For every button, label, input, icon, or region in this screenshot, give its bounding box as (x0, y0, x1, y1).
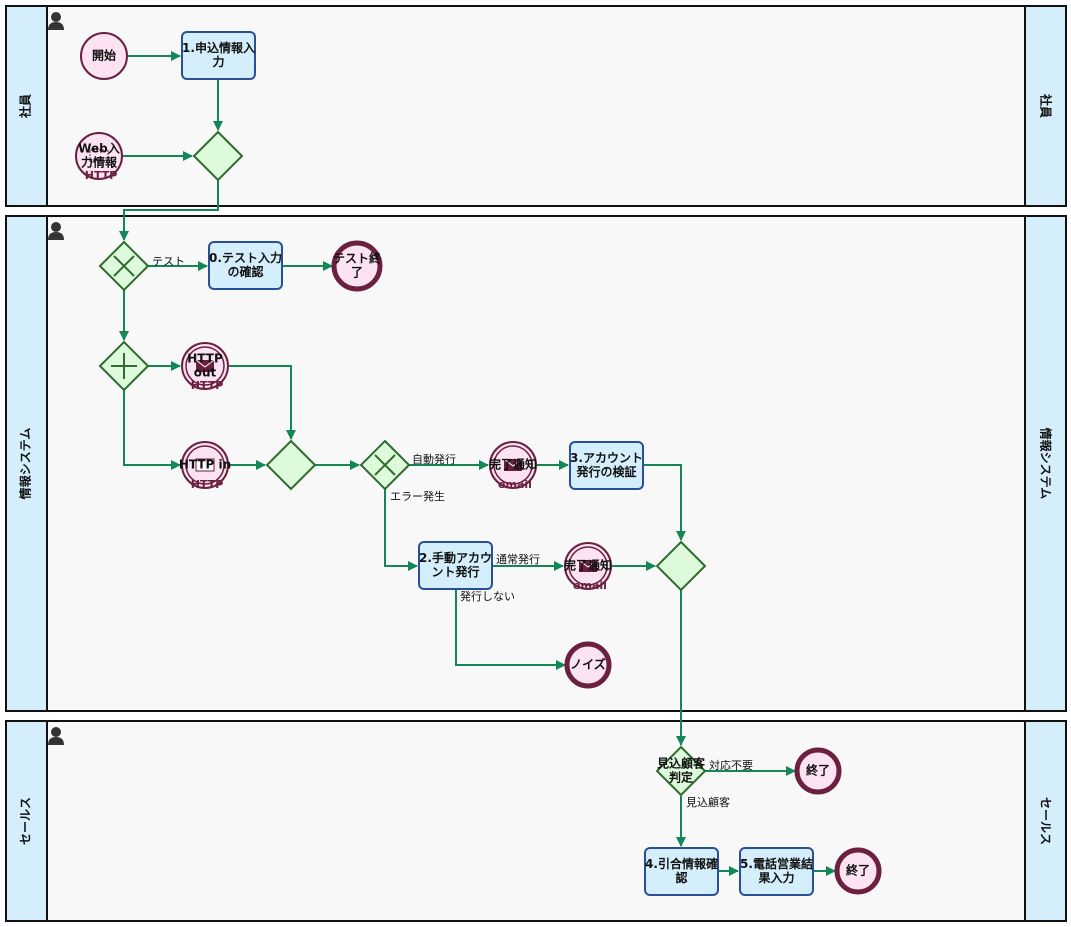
edge-label-no-issue: 発行しない (460, 589, 515, 603)
notify1-intermediate-throw-event[interactable]: 完了通知 email (489, 441, 537, 491)
node-label: Web入 (78, 142, 120, 156)
node-label: 4.引合情報確 (645, 856, 718, 871)
lane-header-left (5, 720, 48, 922)
gw-merge1-gateway[interactable] (192, 130, 244, 182)
event-sublabel: HTTP (191, 478, 224, 491)
envelope-filled-icon (503, 458, 523, 471)
lane-label-left: 情報システム (18, 428, 33, 500)
gw-error-exclusive-gateway[interactable] (359, 439, 411, 491)
lane-header-left (5, 215, 48, 712)
node-label: 5.電話営業結 (740, 856, 813, 871)
person-icon (48, 727, 64, 745)
lane-label-right: 情報システム (1039, 428, 1054, 500)
node-label: 3.アカウント (570, 451, 643, 465)
edge-label-test: テスト (152, 255, 185, 268)
node-label: 判定 (669, 770, 693, 785)
node-label: 終了 (846, 863, 870, 878)
node-label: 見込顧客 (656, 756, 706, 771)
gw-merge2-gateway[interactable] (655, 540, 707, 592)
envelope-filled-icon (195, 359, 215, 372)
edge-label-normal-issue: 通常発行 (496, 552, 540, 566)
event-sublabel: email (573, 579, 607, 592)
node-label: 完了通知 (489, 457, 537, 472)
lane-header-right (1024, 215, 1067, 712)
lane-header-left (5, 5, 48, 207)
lane-label-right: セールス (1039, 797, 1053, 845)
node-label: テスト終 (333, 251, 382, 266)
node-label: HTTP (187, 352, 223, 366)
node-label: ノイズ (570, 657, 606, 672)
lane-label-right: 社員 (1039, 93, 1054, 118)
lane-label-left: 社員 (18, 94, 33, 119)
person-icon (48, 12, 64, 30)
edge-label-not-needed: 対応不要 (709, 758, 753, 772)
edge-label-prospect: 見込顧客 (686, 795, 730, 809)
end1-end-event[interactable]: 終了 (794, 747, 842, 795)
node-label: 認 (675, 870, 687, 885)
edge-label-auto-issue: 自動発行 (412, 452, 456, 466)
http-in-intermediate-catch-event[interactable]: HTTP in HTTP (179, 441, 231, 491)
edge-label-error: エラー発生 (390, 489, 445, 503)
lane-label-left: セールス (19, 797, 33, 845)
sequence-flow[interactable] (123, 390, 181, 470)
sequence-flow[interactable] (644, 464, 686, 541)
end-noise-end-event[interactable]: ノイズ (564, 641, 612, 689)
node-label: ント発行 (431, 564, 479, 579)
lane-employee: 社員 社員 (5, 5, 1067, 207)
lane-header-right (1024, 720, 1067, 922)
node-label: out (194, 366, 217, 380)
message-icon (89, 149, 109, 163)
x-icon (113, 255, 135, 277)
node-label: 0.テスト入力 (209, 250, 282, 265)
node-label: HTTP in (179, 458, 231, 472)
node-label: 力情報 (81, 155, 118, 170)
envelope-icon (195, 458, 215, 472)
gw-parallel-parallel-gateway[interactable] (98, 340, 150, 392)
node-label: 1.申込情報入 (182, 40, 255, 55)
gw-join-gateway[interactable] (265, 439, 317, 491)
sequence-flow[interactable] (119, 180, 219, 241)
lane-header-right (1024, 5, 1067, 207)
start-start-event[interactable]: 開始 (80, 32, 128, 80)
node-label: 発行の検証 (575, 464, 636, 479)
event-sublabel: email (498, 478, 532, 491)
node-label: 了 (351, 266, 363, 280)
sequence-flow[interactable] (384, 489, 418, 571)
sequence-flow[interactable] (229, 365, 296, 440)
lane-sales: セールス セールス (5, 720, 1067, 922)
sequence-flow[interactable] (455, 590, 566, 670)
node-label: 終了 (806, 763, 830, 778)
node-label: 果入力 (757, 870, 794, 885)
node-label: 完了通知 (564, 558, 612, 573)
gw-test-exclusive-gateway[interactable] (98, 240, 150, 292)
envelope-filled-icon (578, 559, 598, 572)
node-label: 開始 (92, 48, 116, 63)
event-sublabel: HTTP (191, 379, 224, 392)
x-icon (374, 454, 396, 476)
node-label: の確認 (227, 264, 263, 279)
node-label: 2.手動アカウ (419, 550, 492, 565)
person-icon (48, 222, 64, 240)
plus-icon (111, 353, 137, 379)
notify2-intermediate-throw-event[interactable]: 完了通知 email (564, 542, 612, 592)
event-sublabel: HTTP (85, 169, 118, 182)
end2-end-event[interactable]: 終了 (834, 847, 882, 895)
node-label: 力 (212, 54, 224, 69)
